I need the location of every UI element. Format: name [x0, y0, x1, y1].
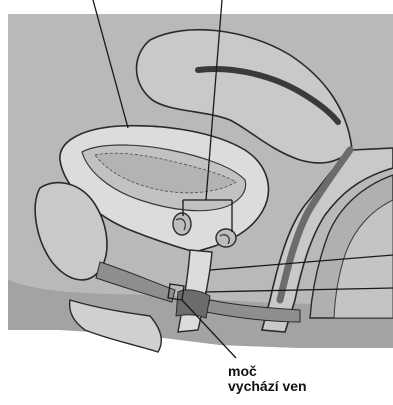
right-ureter-opening [216, 229, 236, 247]
urine-label-line1: moč [228, 364, 378, 379]
urine-exit-label: moč vychází ven [228, 364, 378, 394]
left-ureter-opening [173, 213, 191, 235]
sphincter-muscle [176, 290, 210, 318]
urine-label-line2: vychází ven [228, 379, 378, 394]
